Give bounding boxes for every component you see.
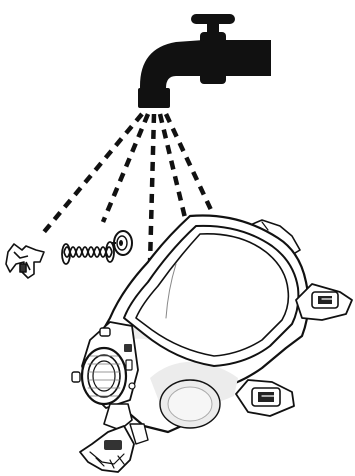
lower-buckle bbox=[236, 380, 294, 416]
valve-clip-icon bbox=[6, 244, 44, 278]
valve-disc-icon bbox=[112, 231, 132, 255]
faucet-icon bbox=[138, 14, 271, 108]
spring-icon bbox=[62, 242, 114, 264]
